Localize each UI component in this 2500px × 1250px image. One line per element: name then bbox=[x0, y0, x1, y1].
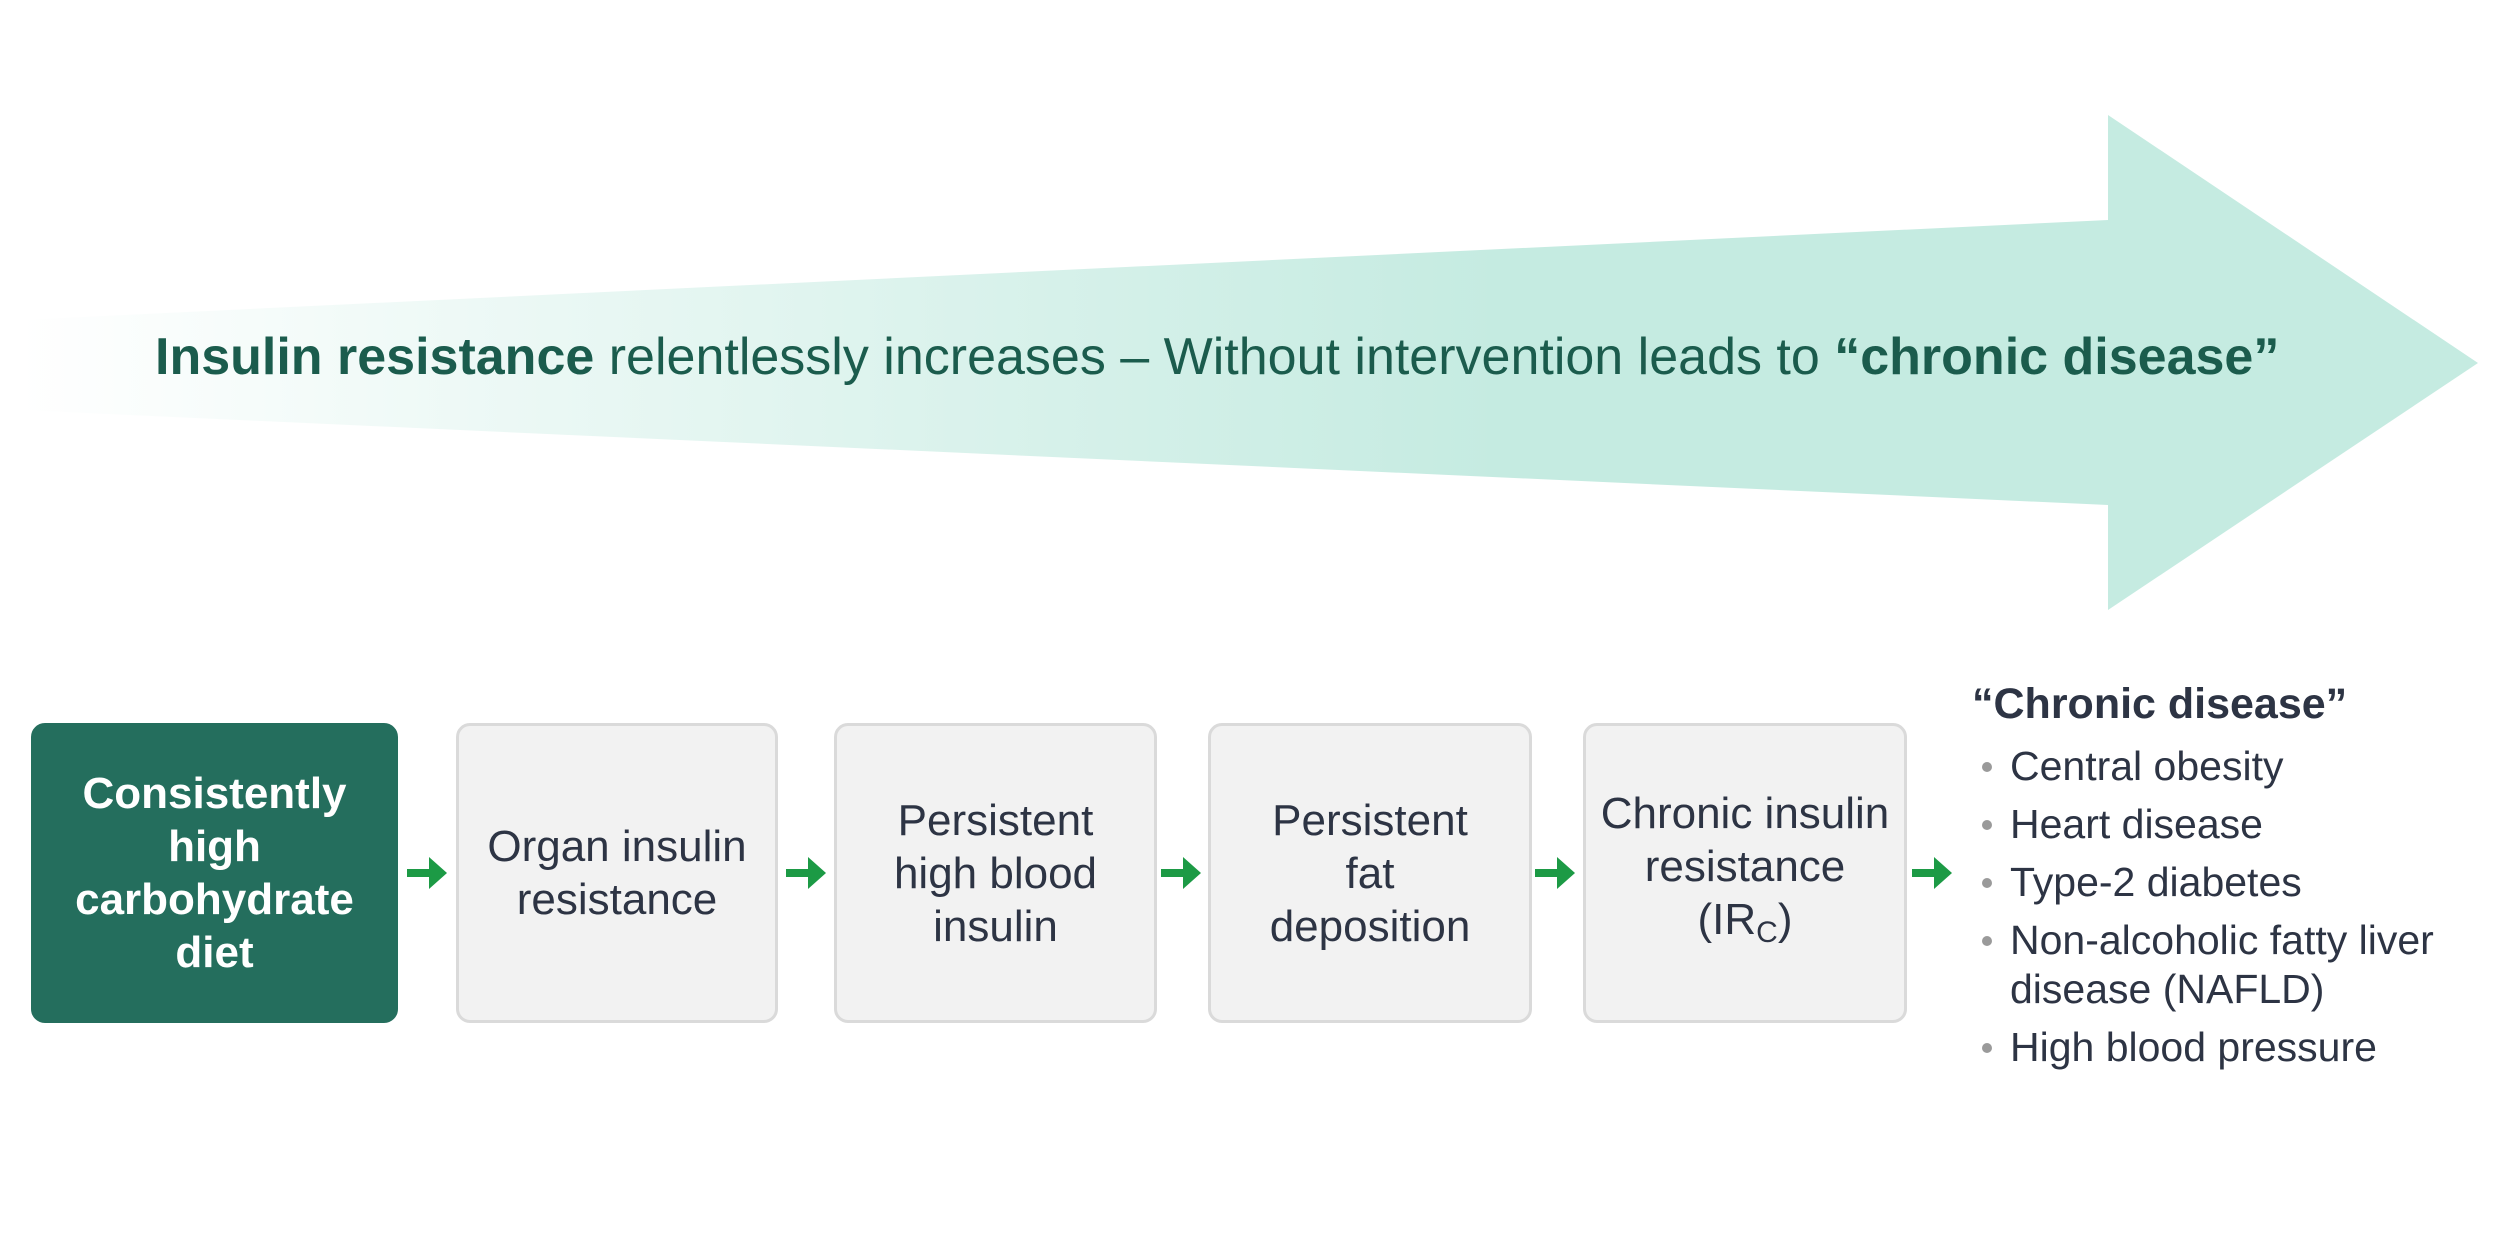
step-label: Persistent fat deposition bbox=[1270, 794, 1471, 953]
step-box-organ-insulin-resistance: Organ insulin resistance bbox=[456, 723, 778, 1023]
step-label-line: Persistent bbox=[1272, 795, 1468, 845]
step-label-line: diet bbox=[175, 928, 254, 977]
list-item: High blood pressure bbox=[1972, 1023, 2492, 1072]
step-label: Persistent high blood insulin bbox=[894, 794, 1097, 953]
step-label-line: resistance bbox=[1644, 842, 1846, 891]
outcome-title: “Chronic disease” bbox=[1972, 680, 2348, 728]
step-label-line: Chronic insulin bbox=[1600, 789, 1890, 838]
banner-bold-end: “chronic disease” bbox=[1834, 328, 2280, 386]
step-box-carbohydrate-diet: Consistently high carbohydrate diet bbox=[31, 723, 398, 1023]
bullet-icon bbox=[1982, 936, 1992, 946]
chronic-disease-outcomes: “Chronic disease” Central obesity Heart … bbox=[1972, 675, 2492, 1072]
step-box-chronic-insulin-resistance: Chronic insulin resistance (IRC) bbox=[1583, 723, 1907, 1023]
banner-bold-lead: Insulin resistance bbox=[155, 328, 595, 386]
right-arrow-icon bbox=[1912, 857, 1952, 889]
ir-suffix: ) bbox=[1777, 895, 1793, 944]
list-item-text: High blood pressure bbox=[2010, 1024, 2377, 1070]
step-label-line: fat bbox=[1345, 848, 1395, 898]
step-label: Organ insulin resistance bbox=[487, 820, 746, 926]
progression-arrow-shape bbox=[20, 115, 2478, 610]
step-label-line: high bbox=[168, 822, 261, 871]
outcome-list: Central obesity Heart disease Type-2 dia… bbox=[1972, 742, 2492, 1072]
right-arrow-icon bbox=[1161, 857, 1201, 889]
list-item-text: Type-2 diabetes bbox=[2010, 859, 2302, 905]
right-arrow-icon bbox=[407, 857, 447, 889]
list-item-line: Non-alcoholic fatty liver bbox=[2010, 917, 2434, 963]
list-item-line: disease (NAFLD) bbox=[2010, 966, 2325, 1012]
list-item: Non-alcoholic fatty liver disease (NAFLD… bbox=[1972, 916, 2492, 1014]
step-label-line: resistance bbox=[516, 875, 718, 924]
step-label-line: insulin bbox=[933, 901, 1058, 951]
step-label: Consistently high carbohydrate diet bbox=[75, 767, 354, 979]
step-label-line: Consistently bbox=[82, 769, 347, 818]
list-item: Heart disease bbox=[1972, 800, 2492, 849]
ir-prefix: (IR bbox=[1697, 895, 1757, 944]
banner-caption: Insulin resistance relentlessly increase… bbox=[155, 325, 2455, 389]
ir-subscript: C bbox=[1756, 916, 1778, 949]
bullet-icon bbox=[1982, 762, 1992, 772]
bullet-icon bbox=[1982, 1043, 1992, 1053]
list-item-text: Central obesity bbox=[2010, 743, 2284, 789]
step-label: Chronic insulin resistance (IRC) bbox=[1601, 787, 1890, 959]
step-box-fat-deposition: Persistent fat deposition bbox=[1208, 723, 1532, 1023]
step-label-line: high blood bbox=[893, 848, 1098, 898]
step-label-line: (IRC) bbox=[1601, 893, 1890, 959]
step-label-line: deposition bbox=[1269, 901, 1471, 951]
banner-middle-text: relentlessly increases – Without interve… bbox=[594, 328, 1835, 386]
right-arrow-icon bbox=[786, 857, 826, 889]
step-label-line: Organ insulin bbox=[487, 822, 747, 871]
list-item-text: Heart disease bbox=[2010, 801, 2263, 847]
step-label-line: Persistent bbox=[897, 795, 1094, 845]
step-box-high-blood-insulin: Persistent high blood insulin bbox=[834, 723, 1157, 1023]
right-arrow-icon bbox=[1535, 857, 1575, 889]
step-label-line: carbohydrate bbox=[75, 875, 354, 924]
progression-arrow bbox=[20, 115, 2478, 610]
list-item: Central obesity bbox=[1972, 742, 2492, 791]
list-item: Type-2 diabetes bbox=[1972, 858, 2492, 907]
bullet-icon bbox=[1982, 878, 1992, 888]
bullet-icon bbox=[1982, 820, 1992, 830]
list-item-text: Non-alcoholic fatty liver disease (NAFLD… bbox=[2010, 916, 2492, 1014]
